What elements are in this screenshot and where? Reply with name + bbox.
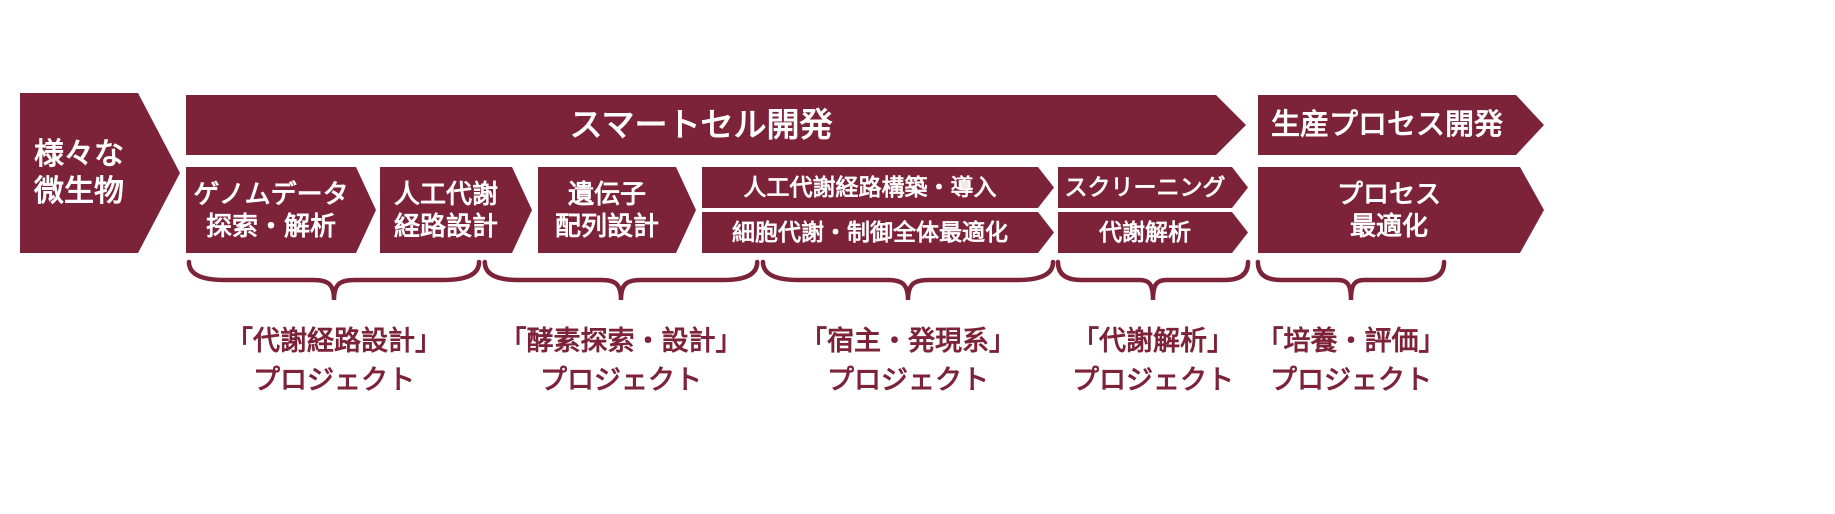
smart-cell-banner-label: スマートセル開発 [569,106,833,144]
step-gene-sequence-design: 遺伝子 配列設計 [538,167,696,253]
project-label-line1: 「宿主・発現系」 [800,326,1016,356]
project-label-line2: プロジェクト [540,365,702,396]
brace-project-4 [1056,258,1250,304]
production-banner-label: 生産プロセス開発 [1270,108,1503,141]
step-label-line2: 配列設計 [554,211,659,241]
project-label-metabolic-analysis: 「代謝解析」 プロジェクト [1003,322,1303,400]
step-whole-cell-metabolism-control-optimization: 細胞代謝・制御全体最適化 [702,212,1054,253]
step-label-line2: 最適化 [1349,211,1428,241]
step-label: スクリーニング [1064,174,1226,201]
project-label-line1: 「代謝解析」 [1072,326,1234,356]
brace-project-2 [482,258,760,304]
step-group-host-expression: 人工代謝経路構築・導入 細胞代謝・制御全体最適化 [702,167,1054,253]
project-label-metabolic-pathway-design: 「代謝経路設計」 プロジェクト [184,322,484,400]
brace-project-1 [186,258,482,304]
step-group-analysis: スクリーニング 代謝解析 [1058,167,1248,253]
project-label-line1: 「培養・評価」 [1256,326,1446,356]
project-label-line2: プロジェクト [253,365,415,396]
step-label-line2: 経路設計 [393,211,498,241]
step-label-line1: ゲノムデータ [193,178,349,209]
project-label-host-expression-system: 「宿主・発現系」 プロジェクト [758,322,1058,400]
project-label-line1: 「代謝経路設計」 [226,326,442,356]
step-process-optimization: プロセス 最適化 [1258,167,1544,253]
step-label: 人工代謝経路構築・導入 [743,174,997,201]
project-label-line1: 「酵素探索・設計」 [499,326,743,356]
source-microorganisms-node: 様々な 微生物 [20,93,180,253]
source-node-label-line1: 様々な [34,137,124,171]
project-label-line2: プロジェクト [827,365,989,396]
brace-project-3 [760,258,1056,304]
step-artificial-metabolic-pathway-design: 人工代謝 経路設計 [380,167,532,253]
step-metabolic-analysis: 代謝解析 [1058,212,1248,253]
step-label: 代謝解析 [1099,219,1191,246]
step-screening: スクリーニング [1058,167,1248,208]
step-label-line2: 探索・解析 [205,211,336,241]
project-label-line2: プロジェクト [1270,365,1432,396]
step-genome-data-search-analysis: ゲノムデータ 探索・解析 [186,167,376,253]
brace-project-5 [1256,258,1446,304]
smart-cell-development-banner: スマートセル開発 [186,95,1246,155]
project-label-culture-evaluation: 「培養・評価」 プロジェクト [1201,322,1501,400]
project-label-line2: プロジェクト [1072,365,1234,396]
project-label-enzyme-search-design: 「酵素探索・設計」 プロジェクト [471,322,771,400]
step-label-line1: 人工代謝 [393,178,498,209]
step-label: 細胞代謝・制御全体最適化 [732,219,1008,246]
production-process-development-banner: 生産プロセス開発 [1258,95,1544,155]
step-pathway-construction-introduction: 人工代謝経路構築・導入 [702,167,1054,208]
step-label-line1: 遺伝子 [567,178,646,209]
step-label-line1: プロセス [1336,178,1441,209]
source-node-label-line2: 微生物 [34,175,124,208]
